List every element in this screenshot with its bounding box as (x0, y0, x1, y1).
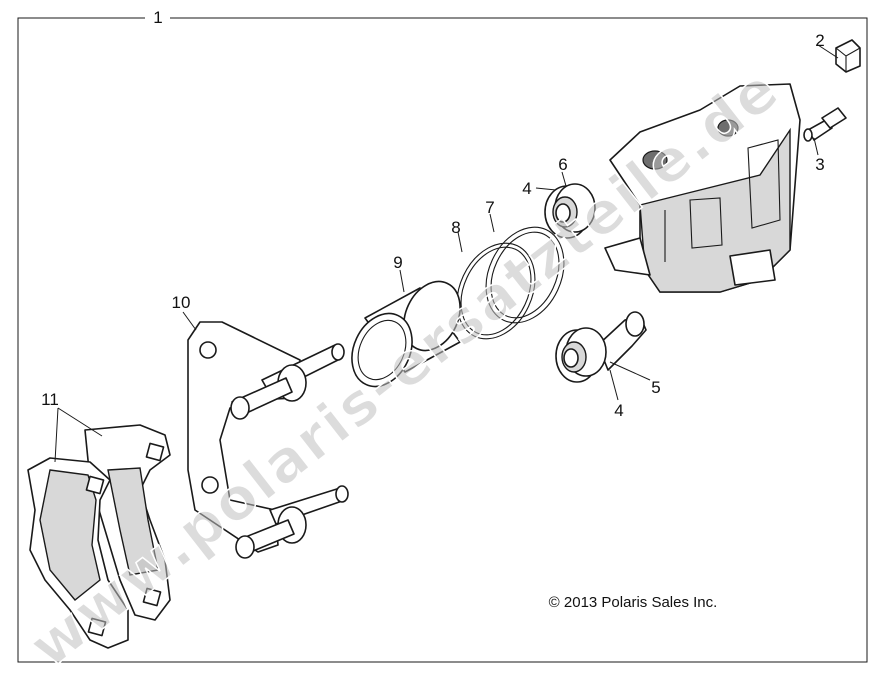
callout-10: 10 (172, 293, 191, 312)
piston-seal-upper (544, 183, 596, 239)
callout-8: 8 (451, 218, 460, 237)
copyright-text: © 2013 Polaris Sales Inc. (549, 594, 718, 611)
watermark-text: www.polaris-ersatzteile.de (17, 54, 792, 681)
callout-2: 2 (815, 31, 824, 50)
callout-4-lower: 4 (614, 401, 623, 420)
brake-pad-front (27, 457, 129, 649)
callout-4-upper: 4 (522, 179, 531, 198)
assembly-frame (17, 17, 868, 663)
callout-11: 11 (41, 390, 59, 409)
callout-1: 1 (153, 8, 162, 27)
brake-pad-rear (84, 424, 171, 621)
o-ring-7 (485, 226, 565, 324)
callout-3: 3 (815, 155, 824, 174)
bleeder-screw (803, 107, 847, 142)
callout-6: 6 (558, 155, 567, 174)
bleeder-cap (835, 39, 861, 73)
o-ring-8 (456, 242, 536, 340)
leader-lines (54, 44, 839, 463)
piston (351, 280, 461, 388)
mounting-bracket (187, 321, 349, 559)
callout-9: 9 (393, 253, 402, 272)
callout-7: 7 (485, 198, 494, 217)
slide-pin (555, 311, 647, 383)
callout-labels: 1 2 3 4 6 7 8 9 10 5 4 11 (41, 8, 825, 420)
callout-5: 5 (651, 378, 660, 397)
caliper-body (604, 83, 801, 293)
